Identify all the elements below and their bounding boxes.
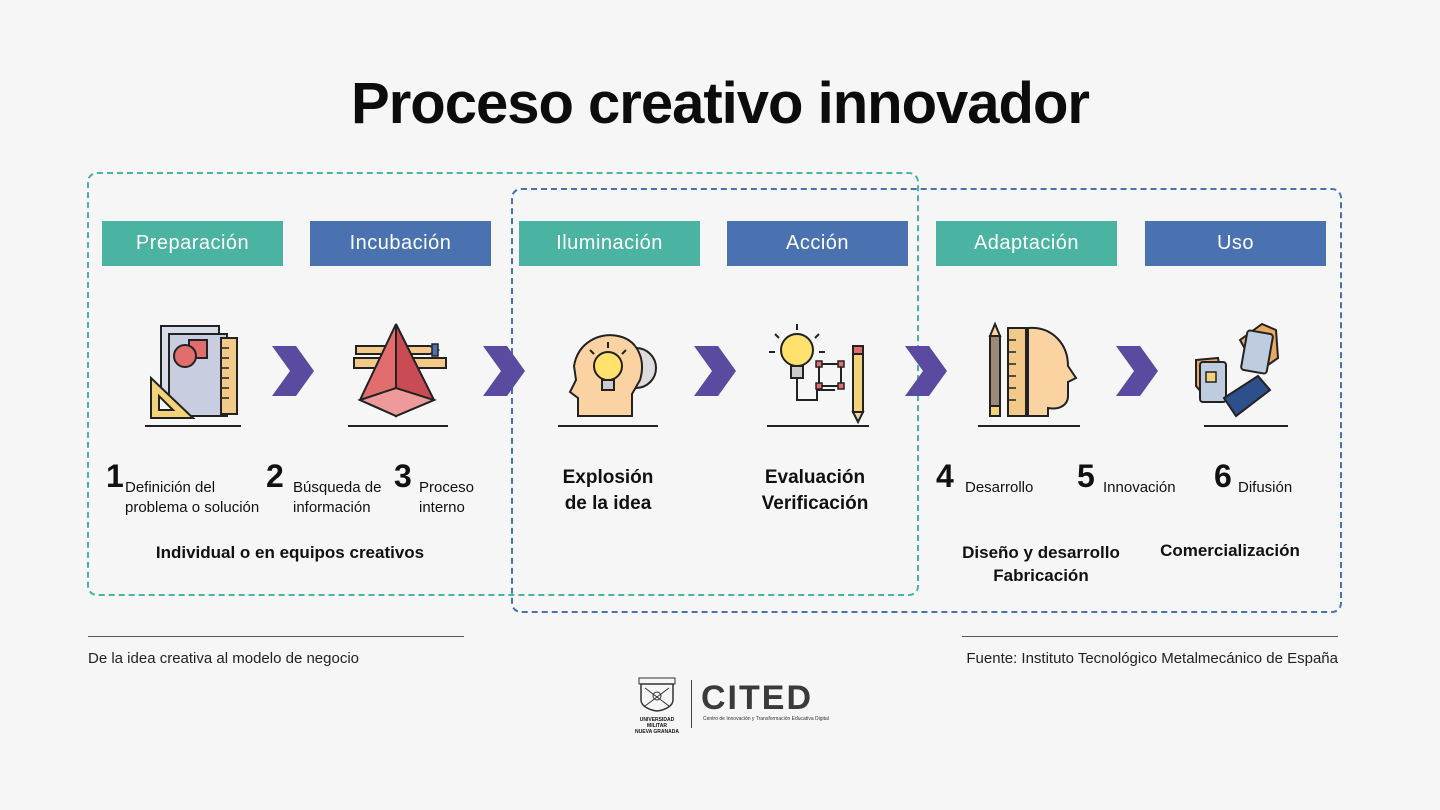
page-title: Proceso creativo innovador (351, 71, 1090, 136)
head-ruler-pencil-icon (978, 321, 1080, 427)
chevron-right-icon (905, 346, 947, 396)
comercializacion-label: Comercialización (1160, 541, 1300, 560)
step-number: 1 (106, 458, 124, 494)
stage-adaptacion: Adaptación (936, 221, 1117, 266)
stage-preparacion: Preparación (102, 221, 283, 266)
stage-iluminacion: Iluminación (519, 221, 700, 266)
step-label: Desarrollo (965, 479, 1034, 496)
chevron-right-icon (272, 346, 314, 396)
individual-label: Individual o en equipos creativos (155, 543, 425, 562)
drafting-tools-icon (145, 325, 241, 427)
chevron-right-icon (694, 346, 736, 396)
chevron-right-icon (1116, 346, 1158, 396)
stage-uso: Uso (1145, 221, 1326, 266)
footer-left-text: De la idea creativa al modelo de negocio (88, 650, 360, 667)
chevron-right-icon (483, 346, 525, 396)
hands-phones-icon (1195, 322, 1288, 427)
footer-divider (962, 636, 1338, 637)
blue-group-frame (511, 188, 1342, 613)
stage-incubacion: Incubación (310, 221, 491, 266)
cited-subtitle: Centro de Innovación y Transformación Ed… (703, 716, 829, 722)
step-number: 4 (936, 458, 954, 494)
step-number: 6 (1214, 458, 1232, 494)
footer-source-text: Fuente: Instituto Tecnológico Metalmecán… (966, 650, 1338, 667)
lightbulb-pencil-icon (767, 324, 869, 427)
step-number: 5 (1077, 458, 1095, 494)
step-label: Difusión (1238, 479, 1293, 496)
university-logo: UNIVERSIDAD MILITAR NUEVA GRANADA (632, 676, 682, 735)
pyramid-geometry-icon (348, 323, 448, 427)
step-number: 3 (394, 458, 412, 494)
stage-accion: Acción (727, 221, 908, 266)
university-seal-icon (638, 677, 676, 712)
footer-divider (88, 636, 464, 637)
step-label: Innovación (1103, 479, 1176, 496)
head-lightbulb-gear-icon (558, 334, 658, 427)
logo-divider (691, 680, 692, 728)
step-number: 2 (266, 458, 284, 494)
cited-logo: CITED (701, 679, 813, 717)
